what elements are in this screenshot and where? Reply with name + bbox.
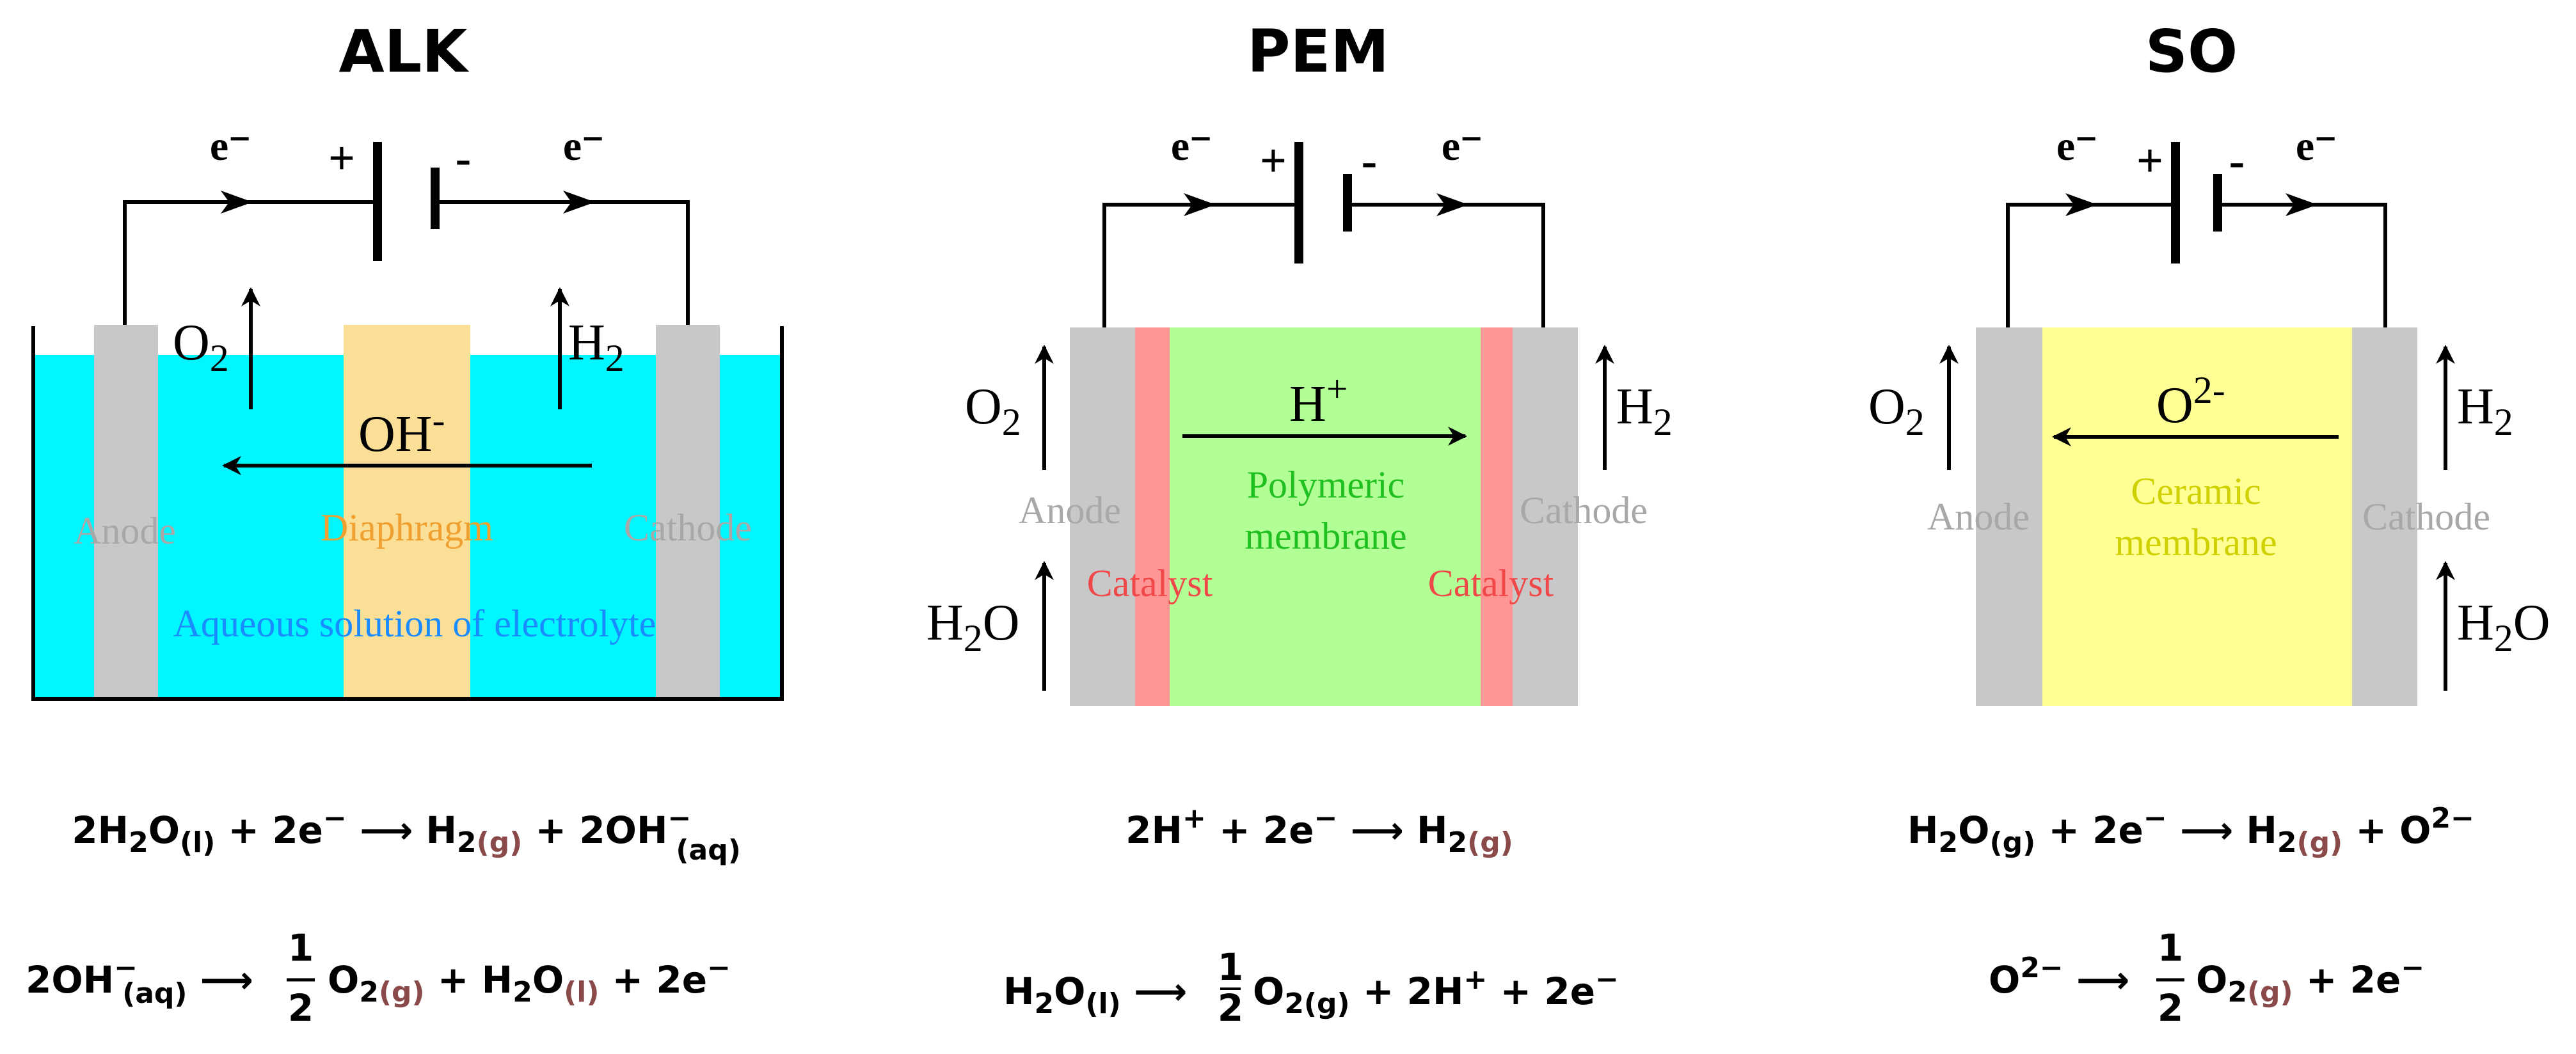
alk-h2-label: H2 xyxy=(568,315,624,379)
alk-anode xyxy=(94,325,158,699)
alk-circuit: e⁻ e⁻ + - xyxy=(123,123,690,329)
pem-fraction-denominator: 2 xyxy=(1218,986,1243,1030)
alk-electron-label-left: e⁻ xyxy=(210,123,251,169)
so-plus-sign: + xyxy=(2136,135,2163,187)
alk-cathode xyxy=(656,325,720,699)
alk-plus-sign: + xyxy=(328,132,355,185)
pem-wire-right xyxy=(1348,203,1545,329)
so-panel: SO e⁻ e⁻ + - O2 H2 H2O O2- Anode Ceramic… xyxy=(1868,17,2550,1030)
alk-panel: ALK e⁻ e⁻ + - O2 H2 OH- Anode Diap xyxy=(26,17,784,1030)
so-o2-ion-label: O2- xyxy=(2156,369,2225,434)
pem-title: PEM xyxy=(1247,17,1389,86)
svg-text:O2− ⟶: O2− ⟶ xyxy=(1989,952,2129,1002)
alk-electron-arrow-right xyxy=(563,191,595,214)
pem-catalyst-left xyxy=(1135,327,1170,706)
pem-cathode-label: Cathode xyxy=(1520,489,1648,531)
pem-fraction-numerator: 1 xyxy=(1218,945,1243,989)
alk-oh-label: OH- xyxy=(358,399,445,462)
pem-electron-label-right: e⁻ xyxy=(1442,123,1483,169)
so-electron-label-left: e⁻ xyxy=(2056,123,2097,169)
pem-electron-label-left: e⁻ xyxy=(1171,123,1212,169)
pem-cathode-equation: 2H+ + 2e− ⟶ H2(g) xyxy=(1125,802,1513,859)
alk-electrolyte-label: Aqueous solution of electrolyte xyxy=(173,602,656,645)
pem-o2-label: O2 xyxy=(965,379,1021,443)
pem-cathode xyxy=(1513,327,1578,706)
pem-panel: PEM e⁻ e⁻ + - O2 H2O H2 H+ Anode Polymer… xyxy=(926,17,1673,1030)
alk-diaphragm xyxy=(344,325,470,699)
alk-fraction-denominator: 2 xyxy=(288,986,314,1030)
so-wire-left xyxy=(2006,203,2175,329)
pem-h2-label: H2 xyxy=(1616,379,1673,443)
alk-anode-equation: 2OH−(aq) ⟶ 1 2 O2(g) + H2O(l) + 2e− xyxy=(26,926,731,1030)
alk-fraction-numerator: 1 xyxy=(288,926,314,970)
alk-diaphragm-label: Diaphragm xyxy=(321,507,493,549)
alk-wire-left xyxy=(123,200,378,329)
svg-text:O2(g) + H2O(l) + 2e−: O2(g) + H2O(l) + 2e− xyxy=(328,952,731,1009)
alk-cathode-equation: 2H2O(l) + 2e− ⟶ H2(g) + 2OH−(aq) xyxy=(72,802,741,867)
so-cathode-label: Cathode xyxy=(2362,496,2490,538)
pem-catalyst-label-left: Catalyst xyxy=(1087,562,1213,604)
so-anode xyxy=(1976,327,2042,706)
so-anode-equation: O2− ⟶ 1 2 O2(g) + 2e− xyxy=(1989,926,2424,1030)
svg-text:H2O(l) ⟶: H2O(l) ⟶ xyxy=(1003,970,1187,1020)
so-fraction-denominator: 2 xyxy=(2158,986,2183,1030)
alk-anode-label: Anode xyxy=(74,510,176,552)
pem-plus-sign: + xyxy=(1260,135,1287,187)
pem-catalyst-right xyxy=(1481,327,1513,706)
svg-text:2OH−(aq) ⟶: 2OH−(aq) ⟶ xyxy=(26,952,253,1010)
alk-title: ALK xyxy=(338,17,470,86)
alk-o2-label: O2 xyxy=(173,315,229,379)
pem-electron-arrow-left xyxy=(1184,193,1216,216)
so-cathode-equation: H2O(g) + 2e− ⟶ H2(g) + O2− xyxy=(1907,802,2474,859)
alk-minus-sign: - xyxy=(456,132,472,185)
so-electron-arrow-right xyxy=(2286,193,2318,216)
so-membrane-label-line2: membrane xyxy=(2115,521,2277,563)
pem-anode xyxy=(1070,327,1135,706)
so-electron-arrow-left xyxy=(2065,193,2097,216)
pem-anode-label: Anode xyxy=(1019,489,1121,531)
alk-cathode-label: Cathode xyxy=(624,507,752,549)
alk-wire-right xyxy=(435,200,690,329)
alk-electron-arrow-left xyxy=(221,191,253,214)
pem-catalyst-label-right: Catalyst xyxy=(1428,562,1554,604)
pem-h-ion-label: H+ xyxy=(1289,368,1348,432)
pem-h2o-label: H2O xyxy=(926,595,1020,659)
so-membrane-label-line1: Ceramic xyxy=(2131,470,2261,512)
so-electron-label-right: e⁻ xyxy=(2296,123,2337,169)
pem-polymeric-membrane xyxy=(1170,327,1481,706)
so-fraction-numerator: 1 xyxy=(2158,926,2183,970)
pem-wire-left xyxy=(1102,203,1299,329)
alk-electron-label-right: e⁻ xyxy=(563,123,604,169)
pem-membrane-label-line1: Polymeric xyxy=(1247,464,1405,506)
so-ceramic-membrane xyxy=(2042,327,2352,706)
alk-container xyxy=(31,326,784,701)
so-h2-label: H2 xyxy=(2457,379,2513,443)
so-o2-label: O2 xyxy=(1868,379,1925,443)
svg-text:O2(g) + 2e−: O2(g) + 2e− xyxy=(2196,952,2424,1009)
so-cathode xyxy=(2352,327,2417,706)
so-anode-label: Anode xyxy=(1927,496,2030,538)
so-title: SO xyxy=(2145,17,2238,86)
svg-text:O2(g) + 2H+ + 2e−: O2(g) + 2H+ + 2e− xyxy=(1253,963,1619,1020)
so-minus-sign: - xyxy=(2229,135,2245,187)
pem-membrane-label-line2: membrane xyxy=(1244,515,1406,557)
pem-anode-equation: H2O(l) ⟶ 1 2 O2(g) + 2H+ + 2e− xyxy=(1003,945,1619,1030)
pem-minus-sign: - xyxy=(1362,135,1378,187)
pem-circuit: e⁻ e⁻ + - xyxy=(1102,123,1545,329)
so-wire-right xyxy=(2218,203,2387,329)
pem-electron-arrow-right xyxy=(1436,193,1468,216)
so-h2o-label: H2O xyxy=(2457,595,2550,659)
so-circuit: e⁻ e⁻ + - xyxy=(2006,123,2387,329)
